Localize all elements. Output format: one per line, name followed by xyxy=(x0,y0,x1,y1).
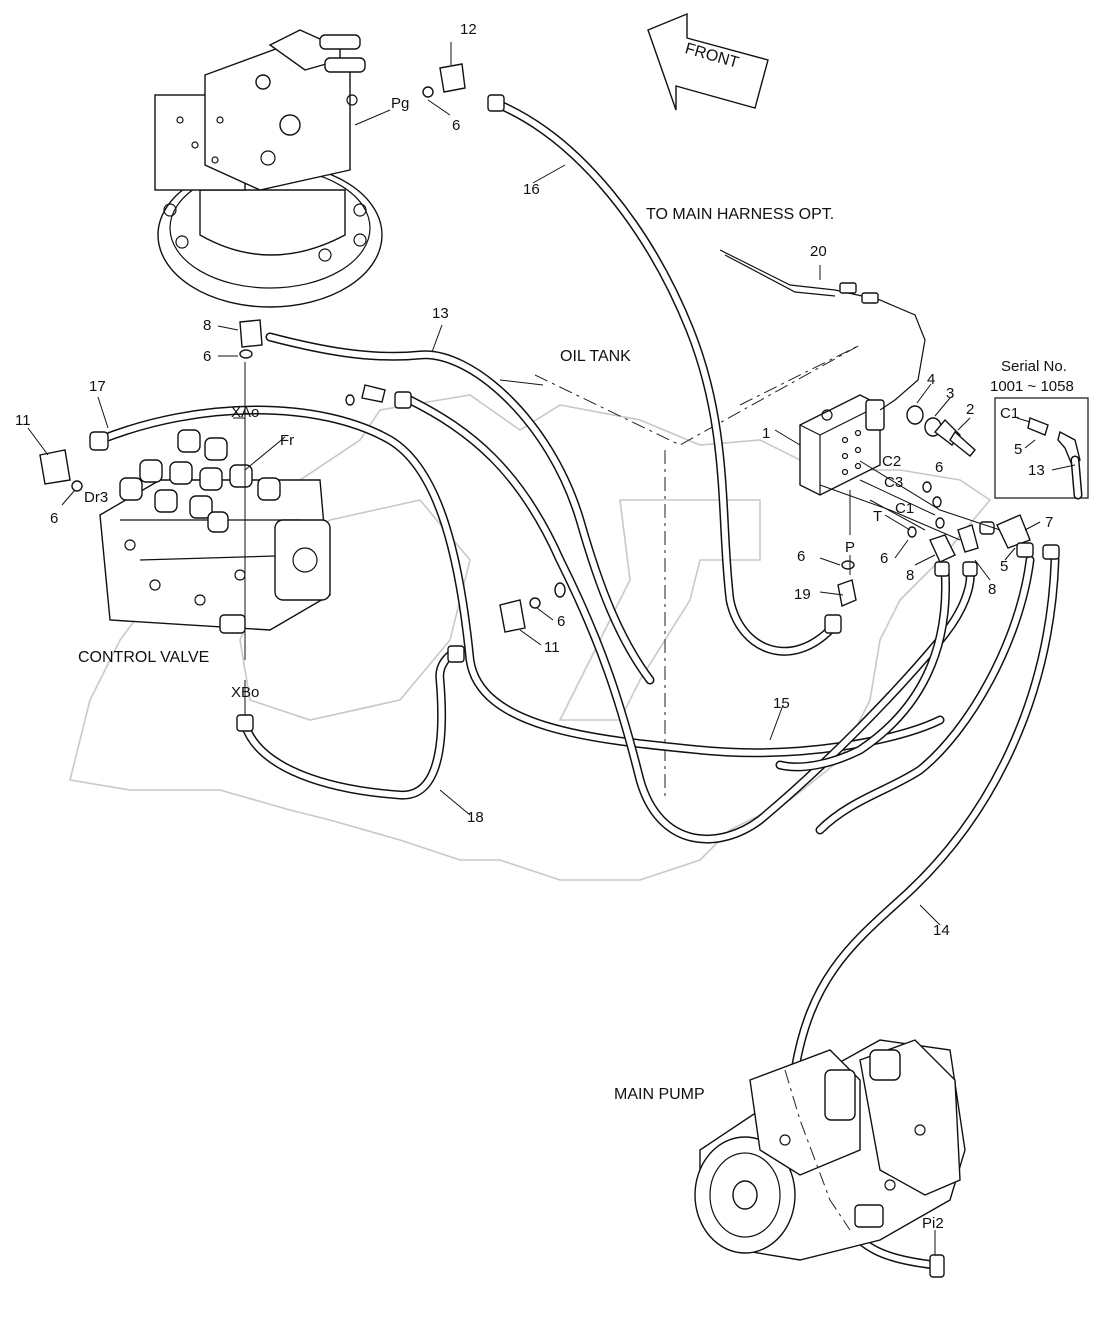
port-xao: XAo xyxy=(231,404,259,421)
port-pg: Pg xyxy=(391,95,409,112)
part-14: 14 xyxy=(933,922,950,939)
spool-caps xyxy=(119,429,281,533)
part-17: 17 xyxy=(89,378,106,395)
harness-wire xyxy=(719,249,926,411)
part-13: 13 xyxy=(432,305,449,322)
front-arrow: FRONT xyxy=(647,12,769,111)
serial-range: 1001 ~ 1058 xyxy=(990,378,1074,395)
part-3: 3 xyxy=(946,385,954,402)
port-xbo: XBo xyxy=(231,684,259,701)
part-8-left: 8 xyxy=(203,317,211,334)
part-16: 16 xyxy=(523,181,540,198)
oil-tank-axes xyxy=(534,344,861,800)
fittings xyxy=(39,63,1060,732)
port-pi2: Pi2 xyxy=(922,1215,944,1232)
part-6-top: 6 xyxy=(452,117,460,134)
part-12: 12 xyxy=(460,21,477,38)
part-11-left: 11 xyxy=(15,412,31,429)
part-18: 18 xyxy=(467,809,484,826)
port-t: T xyxy=(873,508,882,525)
part-8-mid: 8 xyxy=(906,567,914,584)
part-19: 19 xyxy=(794,586,811,603)
component-labels: TO MAIN HARNESS OPT. OIL TANK CONTROL VA… xyxy=(78,206,1074,1103)
part-7: 7 xyxy=(1045,514,1053,531)
part-6-block: 6 xyxy=(935,459,943,476)
part-6-p: 6 xyxy=(797,548,805,565)
to-main-harness-label: TO MAIN HARNESS OPT. xyxy=(646,206,834,223)
part-2: 2 xyxy=(966,401,974,418)
part-5-inset: 5 xyxy=(1014,441,1022,458)
part-8-right: 8 xyxy=(988,581,996,598)
port-c1-inset: C1 xyxy=(1000,405,1019,422)
part-6-dr3: 6 xyxy=(50,510,58,527)
part-6-mid: 6 xyxy=(557,613,565,630)
part-6-t: 6 xyxy=(880,550,888,567)
port-c2: C2 xyxy=(882,453,901,470)
part-6-left: 6 xyxy=(203,348,211,365)
serial-inset xyxy=(994,397,1089,500)
part-1: 1 xyxy=(762,425,770,442)
leader-lines xyxy=(27,42,1076,1255)
part-20: 20 xyxy=(810,243,827,260)
part-5: 5 xyxy=(1000,558,1008,575)
part-4: 4 xyxy=(927,371,935,388)
swing-motor xyxy=(154,29,383,308)
part-13-inset: 13 xyxy=(1028,462,1045,479)
bolt-washers xyxy=(906,405,976,457)
port-labels: Pg XAo Fr Dr3 XBo C2 C3 C1 T P Pi2 C1 xyxy=(84,95,1019,1232)
valve-block xyxy=(799,394,885,496)
control-valve xyxy=(99,429,331,634)
main-pump-label: MAIN PUMP xyxy=(614,1086,705,1103)
port-c1: C1 xyxy=(895,500,914,517)
hoses xyxy=(95,100,1060,1270)
serial-title: Serial No. xyxy=(1001,358,1067,375)
main-pump xyxy=(694,1039,966,1278)
part-15: 15 xyxy=(773,695,790,712)
control-valve-label: CONTROL VALVE xyxy=(78,649,209,666)
port-dr3: Dr3 xyxy=(84,489,108,506)
port-fr: Fr xyxy=(280,432,294,449)
port-p: P xyxy=(845,539,855,556)
port-c3: C3 xyxy=(884,474,903,491)
oil-tank-label: OIL TANK xyxy=(560,348,631,365)
part-11-mid: 11 xyxy=(544,639,560,656)
part-numbers: 12 6 16 20 8 6 13 17 11 6 4 3 2 1 6 6 8 … xyxy=(15,21,1053,939)
